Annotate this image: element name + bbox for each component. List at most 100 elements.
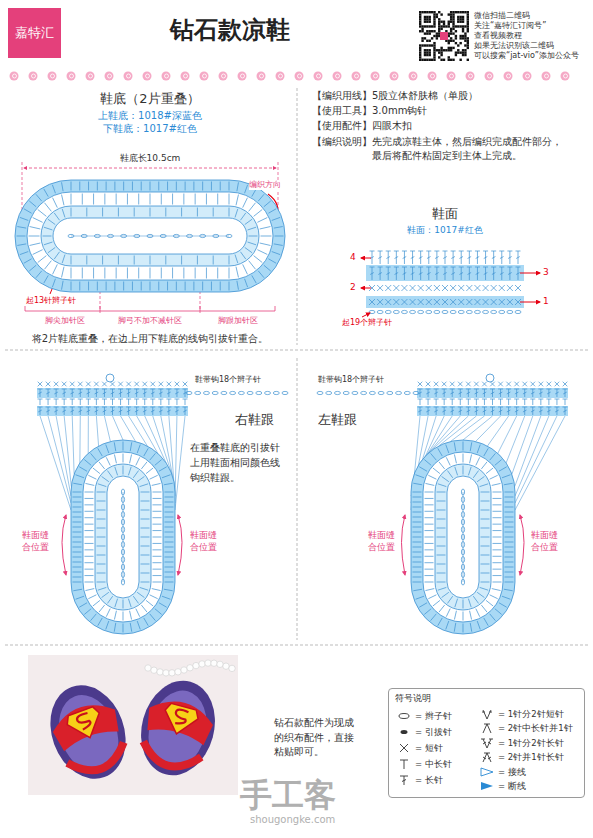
qr-module: [452, 18, 454, 20]
stitch-stroke: [480, 587, 489, 590]
chain-stitch: [450, 310, 456, 313]
qr-module: [436, 32, 438, 34]
stitch-stroke: [54, 252, 59, 259]
stitch-stroke: [106, 609, 110, 617]
stitch-stroke: [217, 268, 218, 279]
stitch-stroke: [514, 389, 519, 390]
stitch-stroke: [499, 299, 505, 305]
stitch-stroke: [97, 564, 106, 565]
stitch-stroke: [73, 589, 82, 591]
stitch-stroke: [126, 382, 131, 387]
label-text: 鞋面缝合位置: [22, 530, 50, 553]
qr-module: [426, 54, 428, 56]
stitch-stroke: [483, 285, 489, 291]
stitch-stroke: [183, 399, 188, 400]
stitch-stroke: [386, 251, 391, 252]
stitch-stroke: [463, 416, 493, 440]
chain-stitch: [352, 391, 358, 394]
stitch-stroke: [174, 399, 179, 400]
stitch-stroke: [48, 399, 49, 405]
stitch-stroke: [141, 182, 142, 191]
stitch-stroke: [450, 382, 455, 387]
qr-module: [424, 21, 426, 23]
stitch-stroke: [272, 252, 280, 255]
stitch-stroke: [426, 382, 431, 387]
stitch-stroke: [505, 492, 514, 493]
stitch-stroke: [484, 448, 489, 456]
stitch-stroke: [546, 389, 551, 390]
symbol-stroke: [400, 744, 408, 752]
stitch-stroke: [46, 410, 50, 412]
stitch-stroke: [30, 227, 41, 229]
stitch-stroke: [80, 399, 81, 405]
stitch-stroke: [87, 410, 91, 412]
stitch-stroke: [403, 273, 407, 275]
stitch-stroke: [85, 517, 94, 518]
pearl: [211, 660, 217, 666]
chain-stitch: [466, 310, 472, 313]
qr-module: [459, 59, 461, 61]
stitch-stroke: [476, 273, 480, 275]
qr-module: [462, 11, 464, 13]
qr-module: [433, 11, 435, 13]
stitch-stroke: [86, 256, 87, 265]
stitch-stroke: [245, 219, 252, 224]
stitch-stroke: [118, 399, 123, 400]
stitch-stroke: [427, 257, 431, 259]
stitch-stroke: [249, 261, 256, 270]
stitch-stroke: [483, 410, 487, 412]
stitch-stroke: [136, 609, 140, 617]
zone-tick: [275, 306, 276, 311]
symbol-stroke: [489, 738, 493, 739]
stitch-stroke: [158, 389, 163, 390]
stitch-stroke: [438, 448, 443, 456]
qr-module: [424, 11, 426, 13]
stitch-stroke: [141, 537, 150, 538]
qr-module: [459, 18, 461, 20]
chain-stitch: [121, 542, 124, 548]
stitch-stroke: [442, 299, 448, 305]
qr-module: [438, 56, 440, 58]
stitch-stroke: [78, 410, 82, 412]
stitch-stroke: [85, 575, 94, 576]
stitch-stroke: [252, 189, 257, 197]
stitch-stroke: [546, 407, 551, 408]
stitch-stroke: [499, 267, 504, 268]
qr-center-logo: [440, 32, 448, 40]
stitch-stroke: [126, 382, 131, 387]
stitch-stroke: [506, 382, 511, 387]
stitch-stroke: [507, 299, 513, 305]
stitch-stroke: [539, 410, 543, 412]
sole-ring: [447, 476, 479, 598]
stitch-stroke: [150, 194, 151, 205]
stitch-stroke: [82, 268, 83, 279]
stitch-stroke: [437, 519, 446, 520]
qr-module: [438, 51, 440, 53]
qr-module: [440, 25, 442, 27]
qr-module: [462, 30, 464, 32]
stitch-stroke: [98, 587, 107, 590]
qr-module: [433, 23, 435, 25]
stitch-stroke: [85, 549, 94, 550]
chain-stitch: [212, 391, 218, 394]
chain-stitch: [160, 234, 166, 237]
stitch-stroke: [142, 382, 147, 387]
qr-module: [429, 16, 431, 18]
stitch-stroke: [451, 251, 456, 252]
stitch-stroke: [85, 511, 94, 512]
stitch-stroke: [85, 562, 94, 563]
stitch-stroke: [426, 389, 431, 390]
stitch-stroke: [97, 182, 98, 191]
stitch-stroke: [499, 467, 507, 472]
stitch-stroke: [463, 624, 464, 633]
stitch-stroke: [133, 596, 138, 603]
stitch-stroke: [72, 416, 74, 474]
qr-module: [429, 30, 431, 32]
stitch-stroke: [126, 389, 131, 390]
stitch-stroke: [141, 564, 150, 565]
stitch-stroke: [53, 264, 58, 274]
stitch-stroke: [54, 389, 59, 390]
stitch-stroke: [150, 614, 156, 621]
stitch-stroke: [165, 557, 174, 558]
stitch-stroke: [413, 582, 422, 583]
